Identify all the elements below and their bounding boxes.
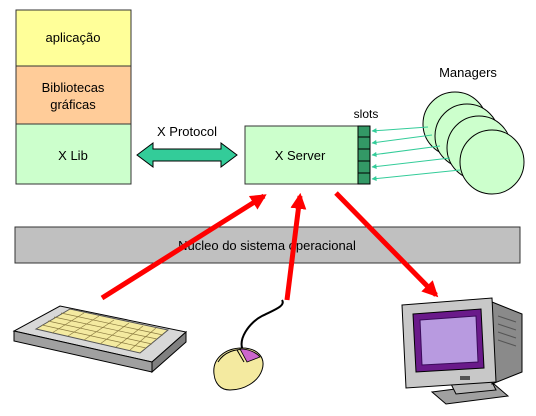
x-protocol-double-arrow	[136, 142, 238, 168]
manager-arrow	[371, 134, 433, 145]
slots-label: slots	[354, 107, 379, 121]
io-arrows	[100, 191, 439, 301]
graphics-libraries-box	[15, 65, 132, 125]
slot	[357, 172, 371, 185]
managers: Managers	[371, 65, 525, 195]
x-server-box	[244, 125, 359, 185]
manager-arrows	[371, 126, 461, 182]
managers-label: Managers	[439, 65, 497, 80]
kernel-bar	[14, 226, 521, 264]
x-protocol-label: X Protocol	[157, 124, 217, 139]
slot	[357, 125, 371, 138]
monitor-icon	[401, 297, 523, 405]
x-protocol-connector: X Protocol	[136, 124, 238, 168]
slot	[357, 148, 371, 162]
client-stack: aplicação Bibliotecas gráficas X Lib	[15, 9, 132, 185]
x-server: X Server slots	[244, 107, 379, 185]
server-to-monitor-arrow	[334, 191, 439, 298]
slot	[357, 136, 371, 150]
graphics-libraries-label-line1: Bibliotecas	[42, 80, 105, 95]
graphics-libraries-label-line2: gráficas	[50, 97, 96, 112]
keyboard-icon	[12, 305, 188, 374]
kernel: Núcleo do sistema operacional	[14, 226, 521, 264]
slot	[357, 160, 371, 174]
mouse-to-server-arrow	[284, 192, 307, 301]
x-server-label: X Server	[275, 148, 326, 163]
manager-arrow	[371, 126, 429, 134]
keyboard-to-server-arrow	[100, 193, 267, 301]
xlib-label: X Lib	[58, 148, 88, 163]
kernel-label: Núcleo do sistema operacional	[178, 238, 356, 253]
manager-arrow	[371, 169, 461, 182]
manager-arrow	[371, 145, 441, 157]
manager-arrow	[371, 157, 451, 169]
application-label: aplicação	[46, 30, 101, 45]
slot-column	[357, 125, 371, 185]
mouse-icon	[213, 299, 284, 391]
xlib-box	[15, 123, 132, 185]
manager-circle	[459, 129, 525, 195]
application-box	[15, 9, 132, 67]
